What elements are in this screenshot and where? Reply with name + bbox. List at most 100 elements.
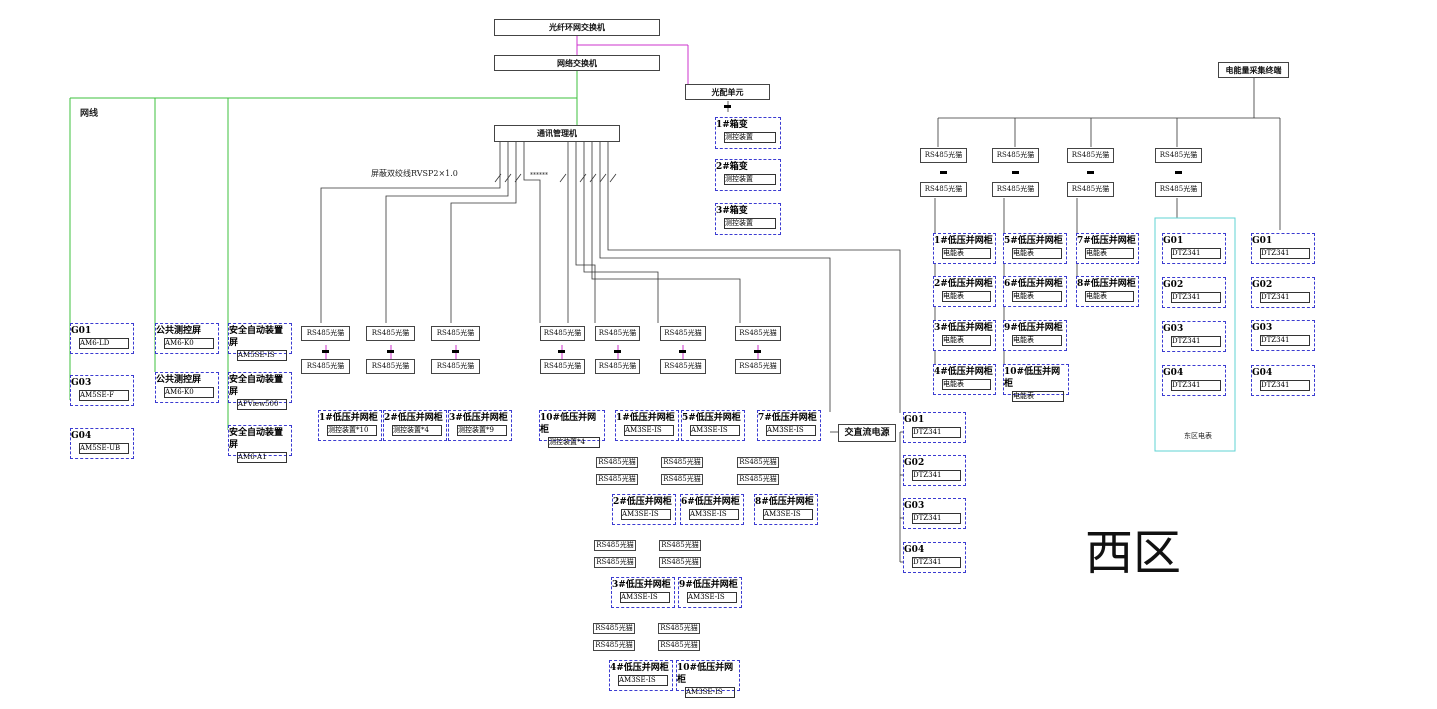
rs485-modem[interactable]: RS485光猫 bbox=[1155, 148, 1202, 163]
lv-panel-10-mid[interactable]: 10#低压并网柜 测控装置*4 bbox=[539, 410, 605, 448]
panel-public-control-1[interactable]: 公共测控屏 AM6-K0 bbox=[155, 323, 219, 354]
rs485-modem[interactable]: RS485光猫 bbox=[658, 640, 700, 651]
lv-panel-3-chain[interactable]: 3#低压并网柜 AM3SE-IS bbox=[611, 577, 675, 608]
meter-g04-east[interactable]: G04 DTZ341 bbox=[1162, 365, 1226, 396]
rs485-modem[interactable]: RS485光猫 bbox=[540, 359, 585, 374]
lv-panel-1-mid[interactable]: 1#低压并网柜 测控装置*10 bbox=[318, 410, 382, 441]
modem-link bbox=[452, 350, 459, 353]
rs485-modem[interactable]: RS485光猫 bbox=[596, 457, 638, 468]
rs485-modem[interactable]: RS485光猫 bbox=[431, 359, 480, 374]
rs485-modem[interactable]: RS485光猫 bbox=[366, 359, 415, 374]
rs485-modem[interactable]: RS485光猫 bbox=[661, 474, 703, 485]
meter-g01-right[interactable]: G01 DTZ341 bbox=[1251, 233, 1315, 264]
rs485-modem[interactable]: RS485光猫 bbox=[593, 640, 635, 651]
rs485-modem[interactable]: RS485光猫 bbox=[737, 474, 779, 485]
lv-panel-8-chain[interactable]: 8#低压并网柜 AM3SE-IS bbox=[754, 494, 818, 525]
rs485-modem[interactable]: RS485光猫 bbox=[658, 623, 700, 634]
rs485-modem[interactable]: RS485光猫 bbox=[595, 359, 640, 374]
ac-dc-power[interactable]: 交直流电源 bbox=[838, 424, 896, 442]
rs485-modem[interactable]: RS485光猫 bbox=[366, 326, 415, 341]
network-switch[interactable]: 网络交换机 bbox=[494, 55, 660, 71]
rs485-modem[interactable]: RS485光猫 bbox=[992, 182, 1039, 197]
rs485-modem[interactable]: RS485光猫 bbox=[595, 326, 640, 341]
rs485-modem[interactable]: RS485光猫 bbox=[1067, 148, 1114, 163]
panel-model: AM3SE-IS bbox=[621, 509, 671, 520]
panel-title: 2#低压并网柜 bbox=[613, 497, 672, 507]
east-panel-5[interactable]: 5#低压并网柜 电能表 bbox=[1003, 233, 1067, 264]
meter-g03-east[interactable]: G03 DTZ341 bbox=[1162, 321, 1226, 352]
panel-model: AM6-K0 bbox=[164, 387, 214, 398]
east-panel-2[interactable]: 2#低压并网柜 电能表 bbox=[933, 276, 996, 307]
lv-panel-9-chain[interactable]: 9#低压并网柜 AM3SE-IS bbox=[678, 577, 742, 608]
fiber-ring-switch[interactable]: 光纤环网交换机 bbox=[494, 19, 660, 36]
box-transformer-title: 3#箱变 bbox=[716, 206, 748, 216]
lv-panel-2-mid[interactable]: 2#低压并网柜 测控装置*4 bbox=[383, 410, 447, 441]
lv-panel-3-mid[interactable]: 3#低压并网柜 测控装置*9 bbox=[448, 410, 512, 441]
meter-g03-west[interactable]: G03 DTZ341 bbox=[903, 498, 966, 529]
rs485-modem[interactable]: RS485光猫 bbox=[660, 359, 706, 374]
rs485-modem[interactable]: RS485光猫 bbox=[540, 326, 585, 341]
rs485-modem[interactable]: RS485光猫 bbox=[301, 359, 350, 374]
modem-link bbox=[387, 350, 394, 353]
east-panel-7[interactable]: 7#低压并网柜 电能表 bbox=[1076, 233, 1139, 264]
meter-g04-west[interactable]: G04 DTZ341 bbox=[903, 542, 966, 573]
rs485-modem[interactable]: RS485光猫 bbox=[301, 326, 350, 341]
rs485-modem[interactable]: RS485光猫 bbox=[593, 623, 635, 634]
east-panel-10[interactable]: 10#低压并网柜 电能表 bbox=[1003, 364, 1069, 402]
rs485-modem[interactable]: RS485光猫 bbox=[737, 457, 779, 468]
rs485-modem[interactable]: RS485光猫 bbox=[735, 359, 781, 374]
lv-panel-6-chain[interactable]: 6#低压并网柜 AM3SE-IS bbox=[680, 494, 744, 525]
rs485-modem[interactable]: RS485光猫 bbox=[920, 182, 967, 197]
meter-g01-west[interactable]: G01 DTZ341 bbox=[903, 412, 966, 443]
east-panel-9[interactable]: 9#低压并网柜 电能表 bbox=[1003, 320, 1067, 351]
meter-g03-right[interactable]: G03 DTZ341 bbox=[1251, 320, 1315, 351]
box-transformer-sub: 测控装置 bbox=[724, 174, 776, 185]
east-panel-8[interactable]: 8#低压并网柜 电能表 bbox=[1076, 276, 1139, 307]
meter-g01-east[interactable]: G01 DTZ341 bbox=[1162, 233, 1226, 264]
panel-g04[interactable]: G04 AM5SE-UB bbox=[70, 428, 134, 459]
rs485-modem[interactable]: RS485光猫 bbox=[659, 557, 701, 568]
energy-collection-terminal[interactable]: 电能量采集终端 bbox=[1218, 62, 1289, 78]
rs485-modem[interactable]: RS485光猫 bbox=[920, 148, 967, 163]
panel-public-control-2[interactable]: 公共测控屏 AM6-K0 bbox=[155, 372, 219, 403]
rs485-modem[interactable]: RS485光猫 bbox=[659, 540, 701, 551]
dots-label: ****** bbox=[530, 172, 548, 179]
east-panel-4[interactable]: 4#低压并网柜 电能表 bbox=[933, 364, 996, 395]
meter-g02-east[interactable]: G02 DTZ341 bbox=[1162, 277, 1226, 308]
modem-link bbox=[679, 350, 686, 353]
panel-safety-auto-1[interactable]: 安全自动装置屏 AM5SE-IS bbox=[228, 323, 292, 361]
panel-g03[interactable]: G03 AM5SE-F bbox=[70, 375, 134, 406]
panel-g01[interactable]: G01 AM6-LD bbox=[70, 323, 134, 354]
east-panel-1[interactable]: 1#低压并网柜 电能表 bbox=[933, 233, 996, 264]
meter-g02-west[interactable]: G02 DTZ341 bbox=[903, 455, 966, 486]
rs485-modem[interactable]: RS485光猫 bbox=[596, 474, 638, 485]
rs485-modem[interactable]: RS485光猫 bbox=[1155, 182, 1202, 197]
box-transformer-2[interactable]: 2#箱变 测控装置 bbox=[715, 159, 781, 191]
rs485-modem[interactable]: RS485光猫 bbox=[594, 557, 636, 568]
box-transformer-1[interactable]: 1#箱变 测控装置 bbox=[715, 117, 781, 149]
lv-panel-4-chain[interactable]: 4#低压并网柜 AM3SE-IS bbox=[609, 660, 673, 691]
rs485-modem[interactable]: RS485光猫 bbox=[735, 326, 781, 341]
lv-panel-10-chain[interactable]: 10#低压并网柜 AM3SE-IS bbox=[676, 660, 740, 698]
east-panel-3[interactable]: 3#低压并网柜 电能表 bbox=[933, 320, 996, 351]
modem-link bbox=[754, 350, 761, 353]
panel-safety-auto-3[interactable]: 安全自动装置屏 AM6-A1 bbox=[228, 425, 292, 463]
meter-id: G02 bbox=[1163, 280, 1184, 290]
meter-g04-right[interactable]: G04 DTZ341 bbox=[1251, 365, 1315, 396]
lv-panel-7-am3se[interactable]: 7#低压并网柜 AM3SE-IS bbox=[757, 410, 821, 441]
rs485-modem[interactable]: RS485光猫 bbox=[660, 326, 706, 341]
box-transformer-3[interactable]: 3#箱变 测控装置 bbox=[715, 203, 781, 235]
rs485-modem[interactable]: RS485光猫 bbox=[594, 540, 636, 551]
lv-panel-1-am3se[interactable]: 1#低压并网柜 AM3SE-IS bbox=[615, 410, 679, 441]
rs485-modem[interactable]: RS485光猫 bbox=[992, 148, 1039, 163]
optical-distribution-unit[interactable]: 光配单元 bbox=[685, 84, 770, 100]
lv-panel-5-am3se[interactable]: 5#低压并网柜 AM3SE-IS bbox=[681, 410, 745, 441]
rs485-modem[interactable]: RS485光猫 bbox=[661, 457, 703, 468]
panel-safety-auto-2[interactable]: 安全自动装置屏 APView500 bbox=[228, 372, 292, 410]
east-panel-6[interactable]: 6#低压并网柜 电能表 bbox=[1003, 276, 1067, 307]
rs485-modem[interactable]: RS485光猫 bbox=[431, 326, 480, 341]
comm-manager[interactable]: 通讯管理机 bbox=[494, 125, 620, 142]
lv-panel-2-chain[interactable]: 2#低压并网柜 AM3SE-IS bbox=[612, 494, 676, 525]
meter-g02-right[interactable]: G02 DTZ341 bbox=[1251, 277, 1315, 308]
rs485-modem[interactable]: RS485光猫 bbox=[1067, 182, 1114, 197]
